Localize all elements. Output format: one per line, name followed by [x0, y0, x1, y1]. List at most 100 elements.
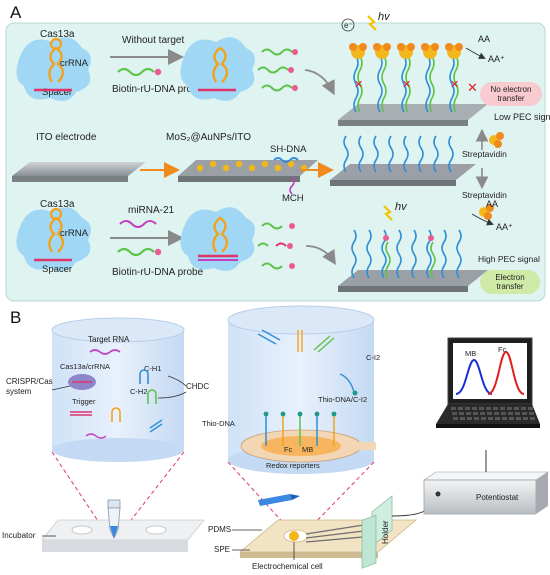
thio-ci2-label: Thio-DNA/C-I2 [318, 395, 367, 404]
fc-label-laptop: Fc [498, 345, 507, 354]
laptop-key [481, 417, 486, 420]
arrow-to-electrode-bottom [305, 245, 336, 266]
laptop-key [465, 407, 470, 410]
gold-nanoparticle [248, 164, 256, 172]
sh-dna-strand [433, 135, 439, 173]
potentiostat-label: Potentiostat [476, 493, 519, 502]
probe-dna-strand [353, 55, 359, 113]
sh-dna-strands [343, 135, 454, 173]
incubator-block [41, 519, 205, 552]
electron-transfer-badge [480, 270, 540, 294]
cas13a-label-bottom: Cas13a [40, 199, 75, 210]
biotin-dot [428, 235, 434, 241]
laptop-key [500, 407, 505, 410]
sample-tube [107, 499, 121, 539]
zoom-lines-middle [227, 461, 375, 529]
laptop-keyboard [451, 407, 535, 420]
fc-voltammogram-curve [487, 350, 525, 395]
biotin-dot [383, 235, 389, 241]
sh-dna-strand-bottom [366, 229, 372, 279]
thio-dna-label: Thio-DNA [202, 419, 235, 428]
trigger-strand [70, 411, 92, 416]
gold-nanoparticle [222, 164, 230, 172]
spacer-label-bottom: Spacer [42, 264, 72, 275]
sh-dna-strands-bottom [351, 229, 462, 279]
redox-reporter [280, 411, 286, 417]
probe-dna-strand [425, 55, 431, 113]
cas13a-complex-top-2 [180, 37, 255, 101]
probe-strand-bottom [117, 247, 155, 257]
cas13a-complex-top [16, 37, 91, 101]
aa-plus-label-bottom: AA⁺ [496, 222, 513, 232]
light-bolt-top [367, 15, 377, 31]
laptop-key [473, 412, 478, 415]
probe-label-top: Biotin-rU-DNA probe [112, 84, 204, 95]
low-pec-signal-label: Low PEC signal [494, 112, 550, 122]
no-electron-transfer-badge [480, 82, 542, 106]
laptop-key [486, 407, 491, 410]
streptavidin-icon-1 [489, 132, 504, 148]
streptavidin-lobe [349, 43, 357, 51]
sh-dna-strand [448, 135, 454, 173]
aa-arrow-top [465, 47, 486, 59]
streptavidin-lobe [373, 43, 381, 51]
streptavidin-label-1: Streptavidin [462, 149, 507, 159]
redox-reporter [263, 411, 269, 417]
spe-label: SPE [214, 545, 230, 554]
spacer-label-top: Spacer [42, 87, 72, 98]
laptop-key [493, 407, 498, 410]
sh-dna-strand-bottom [411, 229, 417, 279]
target-rna-strand [89, 349, 121, 355]
ch1-label: C-H1 [144, 364, 162, 373]
mirna-label: miRNA-21 [128, 205, 175, 216]
aa-label-bottom: AA [486, 199, 498, 209]
redox-label: Redox reporters [266, 461, 320, 470]
probe-label-bottom: Biotin-rU-DNA probe [112, 267, 204, 278]
redox-reporter [297, 411, 303, 417]
laptop-key [508, 412, 513, 415]
cell-label: Electrochemical cell [252, 562, 323, 571]
shdna-label: SH-DNA [270, 144, 307, 155]
laptop-key [474, 417, 479, 420]
streptavidin-lobe [383, 43, 391, 51]
dropper-icon [258, 494, 300, 506]
laptop-key [515, 412, 520, 415]
laptop-key [507, 407, 512, 410]
hybrid-green-strand [385, 241, 391, 279]
sh-dna-strand [373, 135, 379, 173]
panel-a-letter: A [10, 3, 22, 22]
laptop-key [521, 407, 526, 410]
mch-icon [289, 177, 295, 195]
hv-label-bottom: hv [395, 201, 408, 213]
laptop-key [494, 412, 499, 415]
redox-reporter [331, 411, 337, 417]
chdc-label: CHDC [186, 382, 209, 391]
sh-dna-strand-bottom [396, 229, 402, 279]
aa-plus-label-top: AA⁺ [488, 54, 505, 64]
sh-dna-strand-bottom [441, 229, 447, 279]
laptop-key [522, 412, 527, 415]
streptavidin-lobe [407, 43, 415, 51]
hybrid-probes-top: ✕✕✕ [349, 43, 463, 113]
laptop-key [529, 412, 534, 415]
incubator-label: Incubator [2, 531, 36, 540]
chdc-pointers [157, 375, 187, 399]
probe-green-strand [381, 55, 387, 113]
potentiostat [422, 471, 550, 515]
mos2-label: MoS₂@AuNPs/ITO [166, 132, 251, 143]
laptop-key [514, 407, 519, 410]
holder-label: Holder [381, 520, 390, 544]
fc-label-cell: Fc [284, 445, 293, 454]
redox-reporter [314, 411, 320, 417]
gold-nanoparticle [287, 160, 295, 168]
zoom-lines-left [51, 451, 185, 525]
hybrid-green-strand [430, 241, 436, 279]
ito-electrode [12, 162, 146, 182]
cas13a-label-top: Cas13a [40, 29, 75, 40]
electron-label-top: e⁻ [344, 21, 353, 30]
ito-label: ITO electrode [36, 132, 97, 143]
without-target-label: Without target [122, 35, 184, 46]
laptop-key [495, 417, 500, 420]
laptop-key [467, 417, 472, 420]
